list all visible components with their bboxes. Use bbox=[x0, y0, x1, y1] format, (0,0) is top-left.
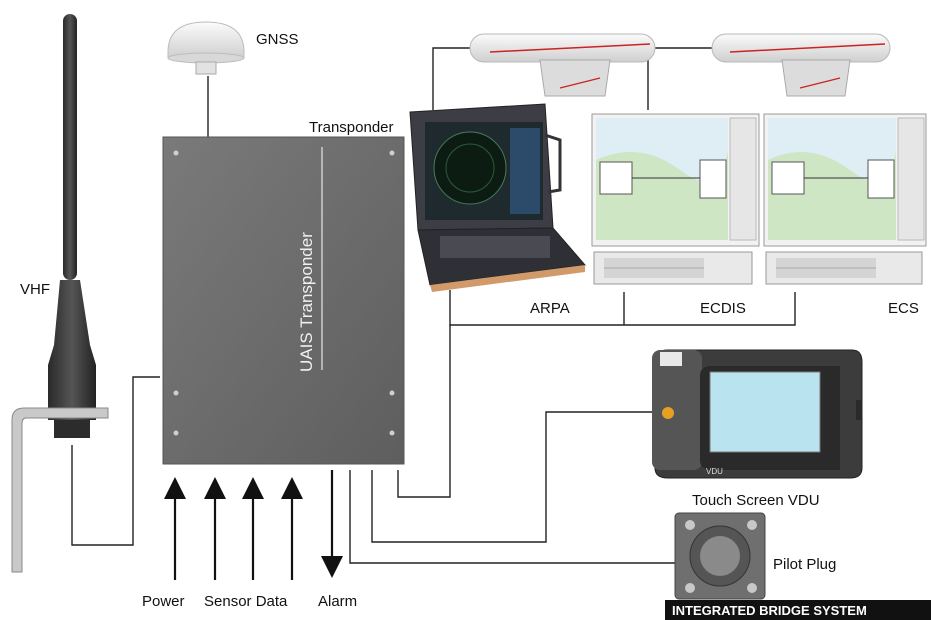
sensor-data-label: Sensor Data bbox=[204, 593, 288, 610]
pilot-plug-cable bbox=[350, 470, 675, 563]
vdu-badge: VDU bbox=[706, 467, 723, 476]
uais-transponder-label: UAIS Transponder bbox=[297, 232, 316, 372]
ecs-station bbox=[764, 114, 926, 284]
uais-transponder-unit bbox=[163, 137, 404, 464]
vdu-cable bbox=[372, 412, 655, 542]
transponder-label: Transponder bbox=[309, 119, 394, 136]
ecs-label: ECS bbox=[888, 300, 919, 317]
arpa-console bbox=[410, 104, 585, 292]
ecdis-station bbox=[592, 114, 759, 284]
arpa-scanner-cable bbox=[433, 48, 470, 110]
gnss-antenna bbox=[168, 22, 244, 74]
gnss-label: GNSS bbox=[256, 31, 299, 48]
touch-screen-vdu-label: Touch Screen VDU bbox=[692, 492, 820, 509]
vhf-label: VHF bbox=[20, 281, 50, 298]
radar-scanner-arpa bbox=[470, 34, 655, 96]
pilot-plug-label: Pilot Plug bbox=[773, 556, 836, 573]
ecdis-scanner-cable bbox=[648, 48, 712, 110]
arpa-label: ARPA bbox=[530, 300, 570, 317]
touch-screen-vdu bbox=[652, 350, 862, 478]
radar-scanner-ecdis bbox=[712, 34, 890, 96]
input-arrows bbox=[175, 470, 332, 580]
power-label: Power bbox=[142, 593, 185, 610]
integrated-bridge-system-label: INTEGRATED BRIDGE SYSTEM bbox=[672, 603, 867, 618]
transponder-to-bridge-cable bbox=[398, 325, 450, 497]
alarm-label: Alarm bbox=[318, 593, 357, 610]
pilot-plug bbox=[675, 513, 765, 599]
ecdis-label: ECDIS bbox=[700, 300, 746, 317]
